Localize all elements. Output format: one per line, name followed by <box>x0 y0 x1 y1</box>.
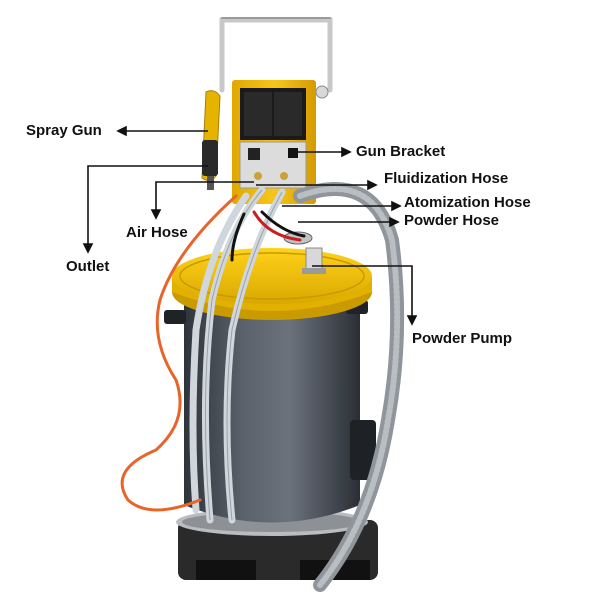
label-atomization-hose: Atomization Hose <box>404 194 531 211</box>
label-powder-hose: Powder Hose <box>404 212 500 229</box>
label-air-hose: Air Hose <box>126 224 188 241</box>
spray-gun <box>201 90 221 190</box>
frame-handle <box>219 17 333 93</box>
label-powder-pump: Powder Pump <box>412 330 513 347</box>
label-spray-gun: Spray Gun <box>26 122 102 139</box>
label-fluidization-hose: Fluidization Hose <box>384 170 509 187</box>
label-gun-bracket: Gun Bracket <box>356 143 446 160</box>
orange-cable <box>120 194 238 512</box>
control-panel <box>232 80 316 204</box>
black-red-cables <box>230 210 306 262</box>
handle-knob <box>315 85 329 99</box>
label-outlet: Outlet <box>66 258 110 275</box>
callout-lines <box>82 125 418 326</box>
powder-hose-grey <box>293 182 405 592</box>
